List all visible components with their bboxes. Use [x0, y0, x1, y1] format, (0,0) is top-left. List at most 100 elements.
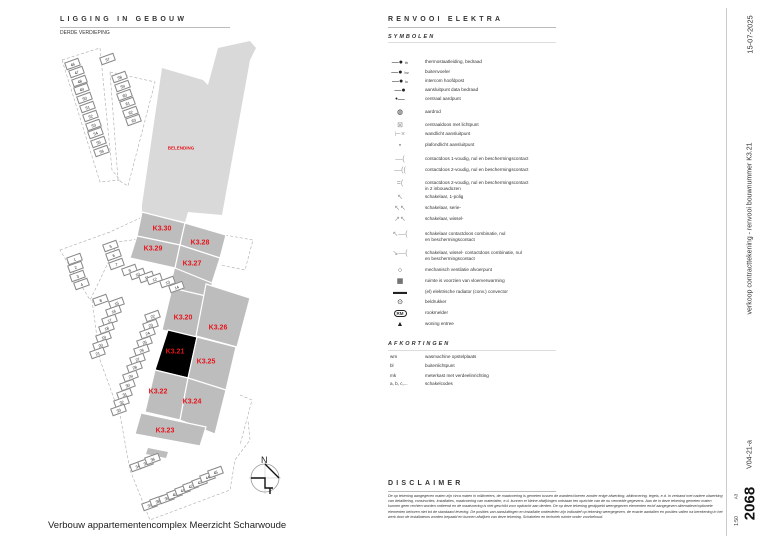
floor-heating-icon: ▦ [396, 278, 404, 285]
unit-label: K3.21 [165, 348, 185, 356]
drawing-number: 2068 [741, 486, 759, 521]
legend-label: (el) elektrische radiator (conv.) convec… [425, 289, 508, 294]
legend-label: schakelaar, 1-polig [425, 194, 464, 199]
ceiling-light-icon: ⊠ [397, 122, 403, 129]
drawing-description: verkoop contracttekening - renvooi bouwn… [746, 142, 754, 315]
surrounding-label: BELENDING [167, 145, 195, 151]
switch-single-icon: ↖ [397, 194, 403, 201]
disclaimer-text: De op tekening aangegeven maten zijn cir… [388, 494, 723, 519]
legend-label: contactdoos 2-voudig, nul en bescherming… [425, 167, 529, 172]
legend-label: contactdoos 1-voudig, nul en bescherming… [425, 156, 529, 161]
legend-label: aansluitpunt data bedraad [425, 87, 479, 92]
dashed-outline [109, 71, 156, 187]
socket-double-split-icon: =( [396, 180, 404, 187]
unit-label: K3.20 [173, 314, 193, 322]
unit-K3-24 [179, 377, 227, 435]
divider [388, 42, 556, 43]
intercom-icon: —●ic [391, 78, 409, 85]
socket-single-icon: —( [395, 156, 405, 163]
unit-label: K3.26 [208, 324, 228, 332]
legend-label: schakelaar, wissel- contactdoos combinat… [425, 250, 522, 261]
surrounding-building [142, 41, 256, 222]
legend-label: schakelaar, serie- [425, 205, 462, 210]
legend-label: beldrukker [425, 299, 447, 304]
legend-label: woning entree [425, 321, 454, 326]
legend-label: centraal aardpunt [425, 96, 461, 101]
legend-title: RENVOOI ELEKTRA [388, 16, 504, 23]
date: 15-07-2025 [745, 15, 755, 54]
data-outlet-icon: —● [394, 87, 406, 94]
paper-size: A3 [733, 493, 739, 500]
unit-label: K3.29 [143, 245, 163, 253]
dashed-outline [59, 217, 146, 301]
symbols-title: SYMBOLEN [388, 34, 436, 40]
abbreviation-value: schakelcodes [425, 381, 453, 386]
unit-K3-23 [134, 412, 207, 447]
symbol-code: RM [393, 310, 407, 317]
abbreviation-value: buitenlichtpunt [425, 363, 455, 368]
dashed-outline [61, 47, 121, 183]
divider [60, 27, 230, 28]
abbreviation-value: wasmachine opstelplaats [425, 354, 477, 359]
dashed-outline [219, 234, 254, 271]
abbreviations-title: AFKORTINGEN [388, 341, 451, 347]
disclaimer-title: DISCLAIMER [388, 480, 464, 487]
thermostat-icon: —●th [391, 59, 409, 66]
unit-label: K3.28 [190, 239, 210, 247]
abbreviation-key: bl [390, 363, 394, 368]
ground-rod-icon: ◍ [396, 109, 404, 116]
radiator-icon: ▬▬ [393, 289, 407, 296]
legend-label: rookmelder [425, 310, 448, 315]
symbol-code: bv [404, 70, 409, 75]
ground-point-icon: •— [395, 96, 405, 103]
project-title: Verbouw appartementencomplex Meerzicht S… [48, 520, 287, 531]
scale: 1:50 [734, 516, 740, 526]
divider [388, 27, 556, 28]
legend-label: buitenvoeler [425, 69, 451, 74]
unit-K3-27 [174, 244, 221, 284]
divider [388, 491, 556, 492]
switch-change-icon: ↗↖ [394, 216, 406, 223]
floor-label: DERDE VERDIEPING [60, 30, 110, 36]
entrance-icon: ▲ [396, 321, 404, 328]
legend-label: schakelaar contactdoos combinatie, nul e… [425, 231, 506, 242]
legend-label: plafondlicht aansluitpunt [425, 142, 475, 147]
north-arrow-icon [249, 462, 281, 494]
unit-label: K3.24 [182, 398, 202, 406]
unit-label: K3.30 [152, 225, 172, 233]
legend-label: centraaldoos met lichtpunt [425, 122, 479, 127]
unit-K3-26 [195, 283, 251, 348]
legend-label: ruimte is voorzien van vloerverwarming [425, 278, 505, 283]
smoke-detector-icon: RM [385, 309, 415, 319]
legend-label: thermostaatleiding, bedraad [425, 59, 482, 64]
outdoor-sensor-icon: —●bv [391, 69, 409, 76]
legend-label: contactdoos 2-voudig, nul en bescherming… [425, 180, 529, 191]
abbreviation-key: a, b, c,... [390, 381, 408, 386]
north-label: N [261, 455, 268, 465]
divider [388, 350, 556, 351]
symbol-code: th [404, 60, 409, 65]
legend-label: intercom hoofdpost [425, 78, 465, 83]
legend-label: mechanisch ventilatie afvoerpunt [425, 267, 492, 272]
dashed-outline [239, 394, 253, 446]
unit-label: K3.22 [148, 388, 168, 396]
change-switch-socket-combo-icon: ↘—( [392, 250, 408, 257]
switch-socket-combo-icon: ↖—( [392, 231, 408, 238]
unit-label: K3.23 [155, 427, 175, 435]
revision: V04-21-a [746, 440, 754, 469]
ventilation-icon: ○ [397, 267, 403, 274]
socket-double-icon: —(( [394, 167, 406, 174]
title-block-divider [726, 8, 727, 536]
unit-label: K3.25 [196, 358, 216, 366]
abbreviation-key: mk [390, 373, 397, 378]
dashed-outline [91, 299, 251, 521]
abbreviation-value: meterkast met verdeelinrichting [425, 373, 489, 378]
ceiling-wall-light-icon: ▪ [398, 142, 402, 149]
site-plan [59, 41, 281, 521]
doorbell-icon: ⊙ [397, 299, 403, 306]
location-title: LIGGING IN GEBOUW [60, 16, 188, 23]
legend-label: aardrod [425, 109, 441, 114]
switch-series-icon: ↖↖ [394, 205, 406, 212]
legend-label: wandlicht aansluitpunt [425, 131, 471, 136]
abbreviation-key: wm [390, 354, 398, 359]
